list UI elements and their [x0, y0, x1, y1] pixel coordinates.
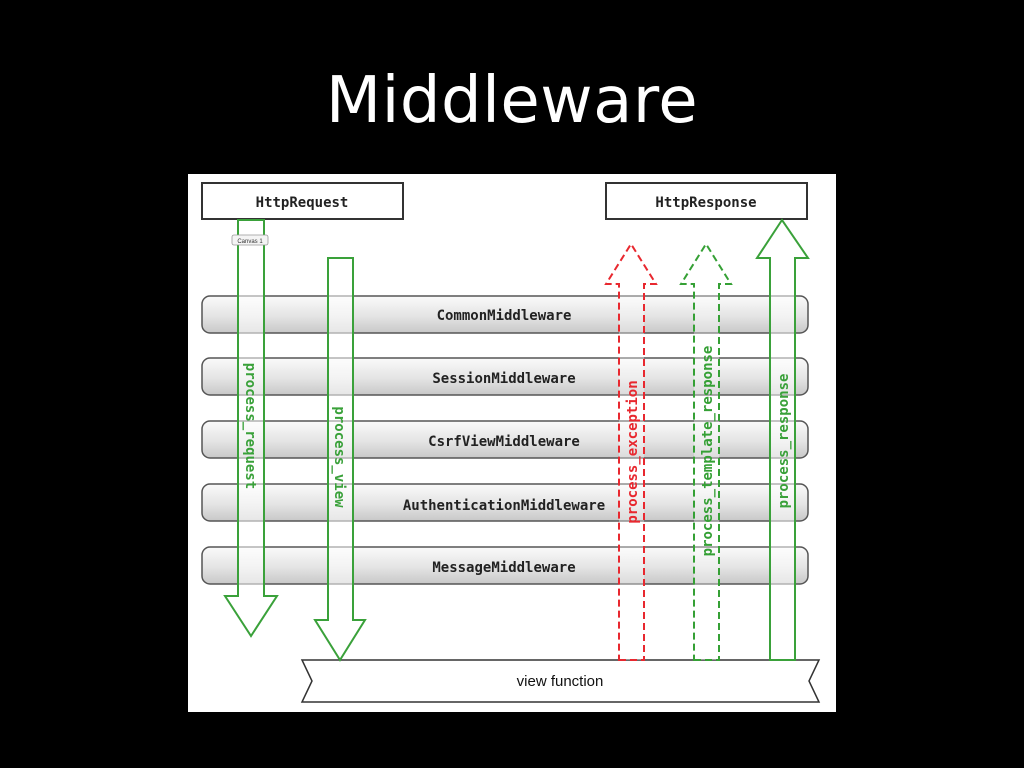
view-function-box: view function	[300, 659, 821, 703]
slide-title: Middleware	[325, 64, 699, 138]
http-response-label: HttpResponse	[655, 195, 756, 211]
process-exception-label: process_exception	[625, 380, 641, 523]
http-request-label: HttpRequest	[256, 195, 349, 211]
layer-label: AuthenticationMiddleware	[403, 498, 605, 514]
layer-label: CsrfViewMiddleware	[428, 434, 580, 450]
canvas-tag: Canvas 1	[231, 234, 269, 246]
process-template-response-arrow: process_template_response	[679, 242, 733, 661]
process-response-arrow: process_response	[755, 218, 810, 661]
process-response-label: process_response	[776, 374, 792, 509]
middleware-diagram: HttpRequest HttpResponse CommonMiddlewar…	[188, 174, 836, 712]
http-request-box: HttpRequest	[201, 182, 404, 220]
process-template-response-label: process_template_response	[700, 346, 716, 557]
layer-label: CommonMiddleware	[437, 308, 572, 324]
canvas-tag-label: Canvas 1	[237, 239, 263, 245]
view-function-label: view function	[517, 673, 604, 690]
http-response-box: HttpResponse	[605, 182, 808, 220]
process-exception-arrow: process_exception	[604, 242, 658, 661]
layer-label: MessageMiddleware	[432, 560, 575, 576]
layer-label: SessionMiddleware	[432, 371, 575, 387]
process-request-label: process_request	[242, 363, 258, 489]
process-view-label: process_view	[331, 406, 347, 508]
process-view-arrow: process_view	[313, 257, 367, 662]
process-request-arrow: process_request	[223, 219, 279, 638]
